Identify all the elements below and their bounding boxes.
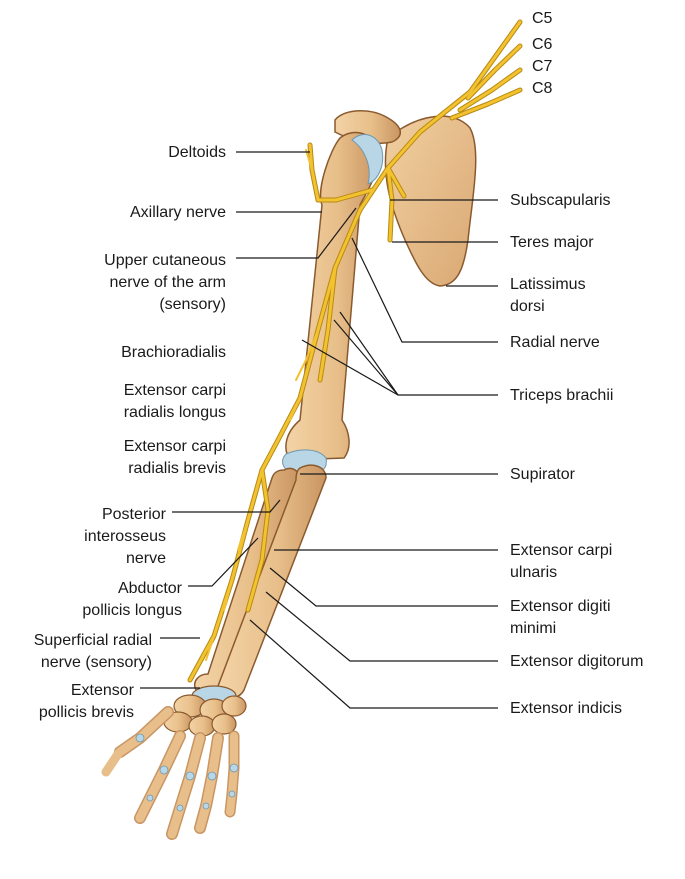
label-extensor-carpi-ulnaris: Extensor carpi ulnaris bbox=[510, 540, 612, 584]
label-radial-nerve: Radial nerve bbox=[510, 332, 600, 354]
label-extensor-pollicis-brevis: Extensor pollicis brevis bbox=[39, 680, 134, 724]
label-abductor-pollicis-longus: Abductor pollicis longus bbox=[82, 578, 182, 622]
label-brachioradialis: Brachioradialis bbox=[121, 342, 226, 364]
label-upper-cutaneous-nerve: Upper cutaneous nerve of the arm (sensor… bbox=[104, 250, 226, 316]
label-subscapularis: Subscapularis bbox=[510, 190, 611, 212]
root-label-c5: C5 bbox=[532, 8, 552, 30]
label-supinator: Supirator bbox=[510, 464, 575, 486]
label-extensor-digiti-minimi: Extensor digiti minimi bbox=[510, 596, 611, 640]
label-axillary-nerve: Axillary nerve bbox=[130, 202, 226, 224]
root-label-c7: C7 bbox=[532, 56, 552, 78]
scapula-bone bbox=[385, 116, 475, 286]
label-latissimus-dorsi: Latissimus dorsi bbox=[510, 274, 586, 318]
label-deltoids: Deltoids bbox=[168, 142, 226, 164]
root-label-c6: C6 bbox=[532, 34, 552, 56]
carpal-bones bbox=[164, 686, 246, 736]
root-label-c8: C8 bbox=[532, 78, 552, 100]
label-triceps-brachii: Triceps brachii bbox=[510, 385, 613, 407]
label-extensor-carpi-radialis-longus: Extensor carpi radialis longus bbox=[124, 380, 226, 424]
label-extensor-digitorum: Extensor digitorum bbox=[510, 651, 643, 673]
label-teres-major: Teres major bbox=[510, 232, 594, 254]
label-extensor-indicis: Extensor indicis bbox=[510, 698, 622, 720]
label-extensor-carpi-radialis-brevis: Extensor carpi radialis brevis bbox=[124, 436, 226, 480]
label-superficial-radial-nerve: Superficial radial nerve (sensory) bbox=[34, 630, 152, 674]
label-posterior-interosseus-nerve: Posterior interosseus nerve bbox=[84, 504, 166, 570]
